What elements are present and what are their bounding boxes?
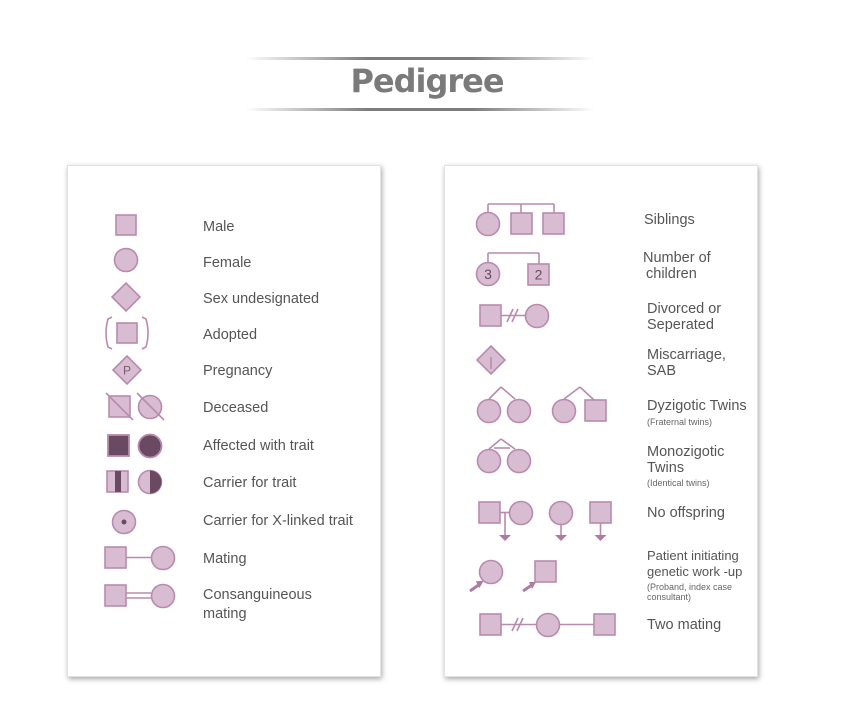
divorced-line2: Seperated: [647, 317, 714, 333]
divorced-line1: Divorced or: [647, 301, 722, 317]
proband-note-line2: consultant): [647, 592, 692, 602]
proband-note-line1: (Proband, index case: [647, 582, 733, 592]
square-male-symbol: [115, 214, 137, 236]
monozygotic-line2: Twins: [647, 460, 685, 476]
carrier-half-filled-symbols: [106, 469, 163, 495]
child-count-male: 2: [535, 267, 543, 283]
monozygotic-twins-symbol: [476, 438, 532, 474]
divorced-symbol: [479, 303, 550, 329]
monozygotic-note: (Identical twins): [647, 478, 710, 488]
left-label-carrier: Carrier for trait: [203, 475, 297, 491]
deceased-struck-symbols: [105, 392, 165, 421]
dizygotic-note: (Fraternal twins): [647, 417, 713, 427]
page-title: Pedigree: [350, 62, 504, 100]
right-label-no-offspring: No offspring: [647, 505, 725, 521]
miscarriage-symbol: [475, 344, 507, 376]
title-rule-top: [245, 57, 595, 60]
left-label-affected: Affected with trait: [203, 438, 314, 454]
left-label-mating: Mating: [203, 551, 247, 567]
x-linked-dot-circle-symbol: [111, 509, 137, 535]
pregnancy-diamond-symbol: P: [111, 354, 143, 386]
left-label-sex-undesignated: Sex undesignated: [203, 291, 320, 307]
right-label-number-of-children: Number of children: [643, 250, 711, 282]
right-label-siblings: Siblings: [644, 212, 695, 228]
pregnancy-glyph: P: [123, 364, 131, 378]
right-label-proband: Patient initiating genetic work -up (Pro…: [647, 548, 742, 602]
right-label-two-mating: Two mating: [647, 617, 722, 633]
right-label-monozygotic: Monozigotic Twins (Identical twins): [647, 444, 724, 488]
left-label-consanguineous: Consanguineous mating: [203, 587, 312, 625]
diamond-symbol: [110, 281, 142, 313]
circle-female-symbol: [113, 247, 139, 273]
two-mating-symbol: [479, 612, 616, 638]
title-rule-bottom: [245, 108, 595, 111]
right-label-divorced: Divorced or Seperated: [647, 301, 721, 333]
left-label-female: Female: [203, 255, 252, 271]
consanguineous-double-line-symbol: [104, 583, 176, 609]
proband-arrow-symbol: [469, 559, 557, 593]
monozygotic-line1: Monozigotic: [647, 444, 725, 460]
mating-line-symbol: [104, 545, 176, 571]
miscarriage-line2: SAB: [647, 363, 677, 379]
left-label-adopted: Adopted: [203, 327, 258, 343]
consanguineous-line2: mating: [203, 606, 247, 622]
left-label-pregnancy: Pregnancy: [203, 363, 273, 379]
dizygotic-line1: Dyzigotic Twins: [647, 398, 747, 414]
number-of-children-line2: children: [646, 266, 697, 282]
left-label-male: Male: [203, 219, 235, 235]
proband-line2: genetic work -up: [647, 564, 743, 579]
left-label-x-linked: Carrier for X-linked trait: [203, 513, 353, 529]
consanguineous-line1: Consanguineous: [203, 587, 312, 603]
affected-filled-symbols: [107, 433, 163, 459]
siblings-symbol: [475, 203, 565, 237]
right-label-miscarriage: Miscarriage, SAB: [647, 347, 726, 379]
child-count-female: 3: [484, 266, 492, 282]
number-of-children-symbol: 3 2: [475, 252, 550, 287]
miscarriage-line1: Miscarriage,: [647, 347, 726, 363]
dizygotic-twins-symbol: [476, 386, 607, 424]
adopted-bracket-symbol: [105, 316, 149, 350]
no-offspring-symbol: [478, 500, 612, 541]
left-label-deceased: Deceased: [203, 400, 269, 416]
right-label-dizygotic: Dyzigotic Twins (Fraternal twins): [647, 398, 747, 427]
proband-line1: Patient initiating: [647, 548, 739, 563]
number-of-children-line1: Number of: [643, 250, 711, 266]
